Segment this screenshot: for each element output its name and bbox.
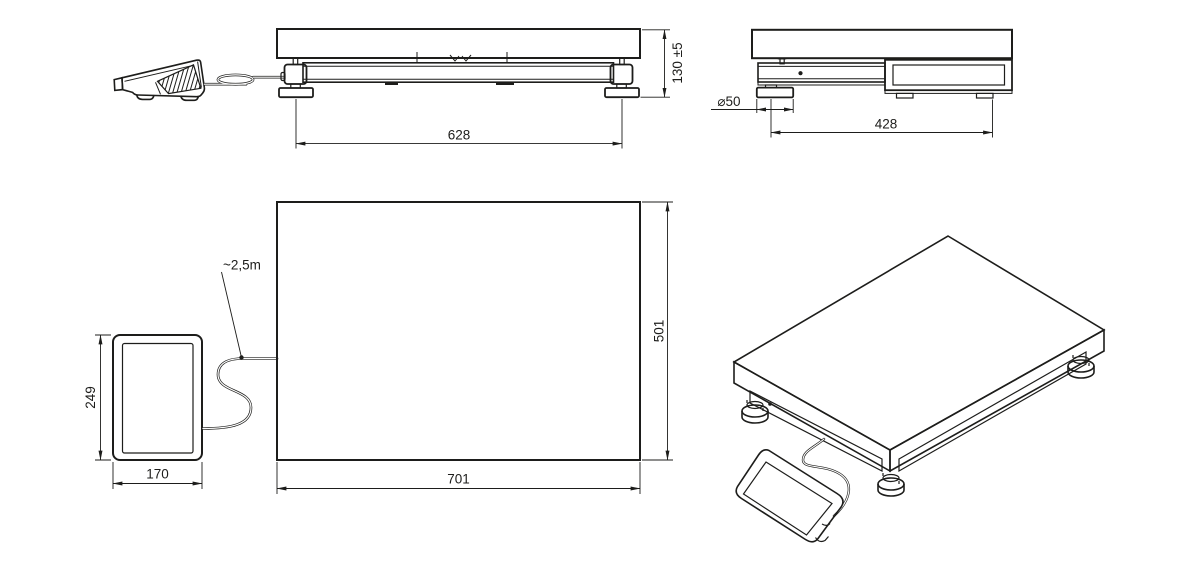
end-foot: [755, 84, 795, 99]
dim-label-d50: ⌀50: [717, 94, 740, 109]
load-cell-left: [278, 57, 314, 99]
dimension-foot-to-edge: 428: [770, 99, 993, 138]
view-indicator-front: 249 170 ~2,5m: [83, 258, 279, 489]
frame-beam-walls: [303, 65, 614, 80]
indicator-ridge-line: [124, 64, 195, 82]
dim-label-170: 170: [146, 467, 169, 482]
view-indicator-side: [113, 59, 286, 102]
dimension-platform-length: 701: [276, 462, 641, 494]
view-isometric: [732, 235, 1106, 543]
frame-beam-side: [302, 61, 615, 83]
iso-frame-front-left: [749, 390, 883, 472]
dim-label-628: 628: [448, 128, 471, 143]
iso-foot-front: [877, 473, 905, 497]
dim-label-428: 428: [875, 117, 898, 132]
dim-label-701: 701: [447, 472, 470, 487]
indicator-left-tab: [113, 76, 124, 92]
indicator-foot-left: [136, 94, 155, 101]
load-cell-right: [604, 57, 640, 99]
indicator-front-outline: [112, 334, 203, 461]
iso-terminal-screen: [742, 461, 833, 536]
dimension-overall-height: 130 ±5: [640, 29, 685, 98]
dimension-platform-width: 501: [642, 201, 673, 461]
dim-label-501: 501: [652, 320, 667, 343]
indicator-front-screen: [121, 342, 194, 454]
iso-foot-left: [741, 400, 769, 424]
view-platform-top: 501 701: [276, 201, 673, 494]
indicator-foot-right: [180, 95, 200, 102]
indicator-front-seam: [155, 82, 161, 95]
view-platform-end: ⌀50 428: [711, 28, 1013, 138]
view-platform-side: 628 130 ±5: [276, 28, 685, 149]
indicator-cable-s-curve: [201, 357, 279, 430]
dimension-foot-diameter: ⌀50: [711, 94, 794, 113]
frame-bolt-dot: [798, 71, 803, 76]
frame-end-walls: [758, 65, 885, 80]
dimension-indicator-height: 249: [83, 334, 111, 461]
dim-label-130: 130 ±5: [670, 42, 685, 83]
iso-terminal-bracket: [821, 523, 831, 526]
iso-frame-front-right: [898, 350, 1087, 473]
iso-plate-front-right: [889, 328, 1105, 473]
iso-plate-top: [732, 235, 1106, 451]
platform-plate-end: [751, 28, 1013, 60]
iso-terminal-outline: [735, 449, 844, 543]
dim-label-cable-length: ~2,5m: [223, 258, 261, 273]
indicator-body-outline: [121, 59, 206, 98]
dimension-indicator-width: 170: [112, 462, 203, 489]
iso-foot-right: [1067, 355, 1095, 379]
cable-length-leader: ~2,5m: [221, 258, 261, 360]
dim-label-249: 249: [83, 386, 98, 409]
indicator-cable-coil: [203, 73, 286, 86]
iso-cable: [801, 437, 850, 518]
iso-frame-dot: [768, 402, 772, 406]
indicator-display-edge: [156, 63, 202, 95]
platform-top-outline: [276, 201, 641, 461]
iso-terminal: [735, 449, 844, 543]
plate-detail-marks: [416, 52, 508, 63]
platform-plate-side: [276, 28, 641, 59]
junction-box: [884, 58, 1013, 99]
iso-terminal-foot-tab: [814, 536, 829, 543]
dimension-foot-spacing: 628: [295, 99, 623, 149]
indicator-right-edge: [197, 61, 202, 88]
indicator-display-hatch: [157, 64, 201, 94]
